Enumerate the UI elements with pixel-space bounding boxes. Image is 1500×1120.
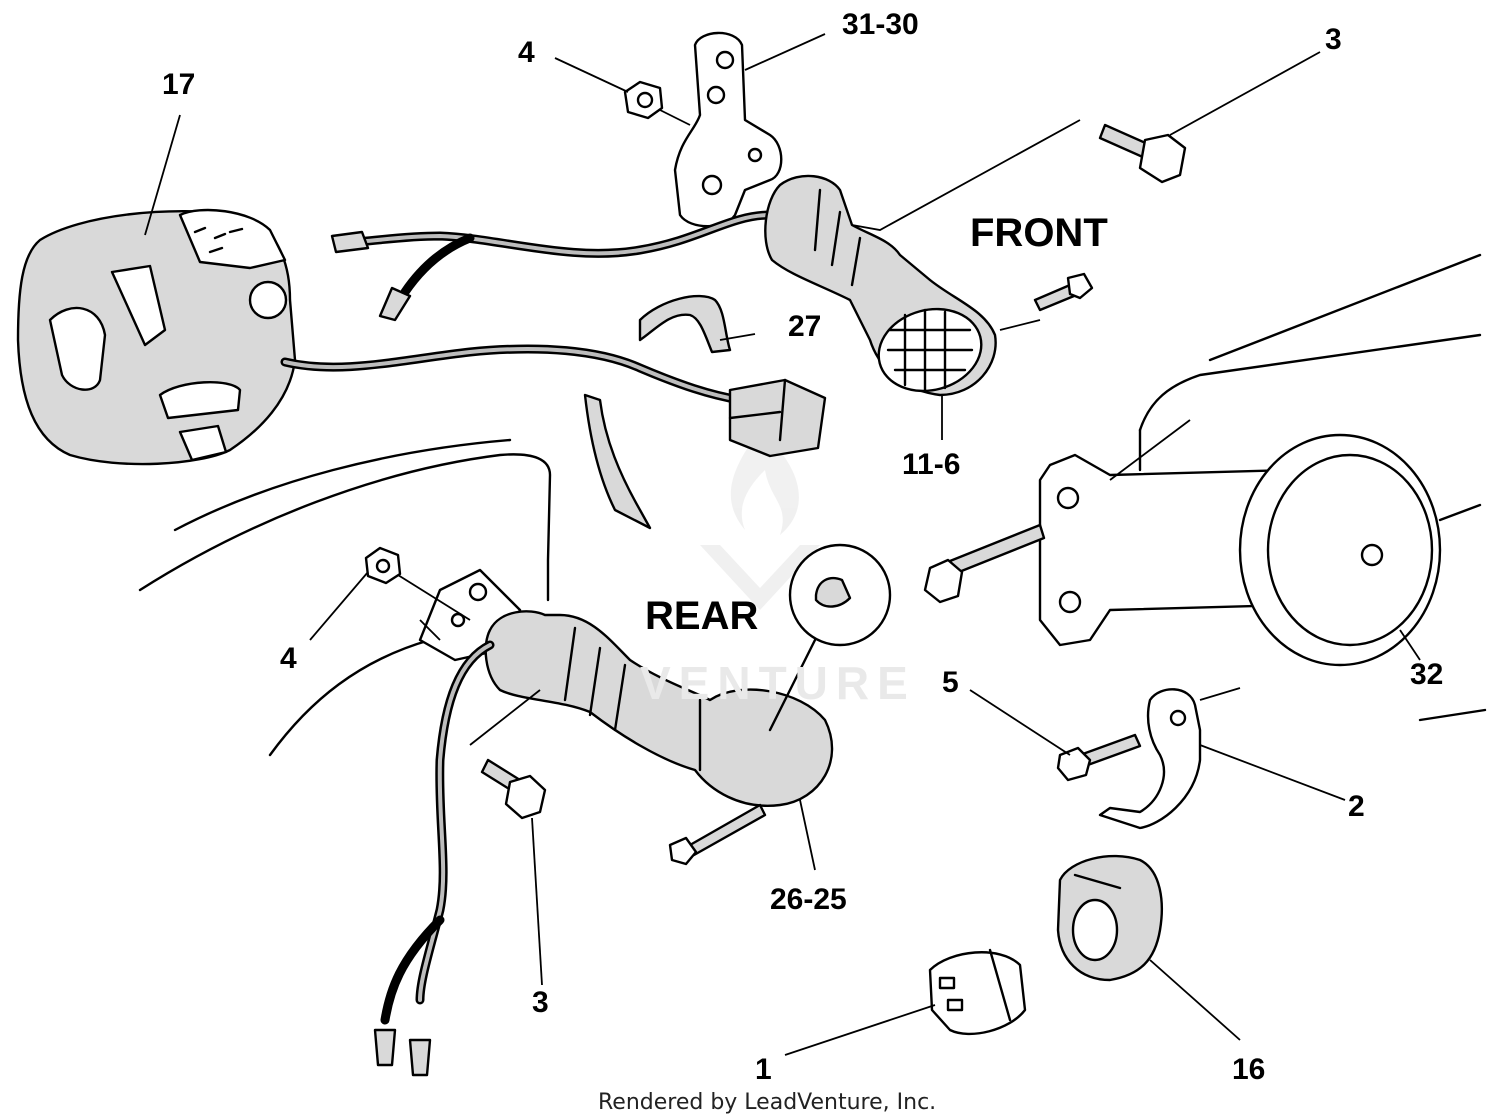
callout-26-25: 26-25 bbox=[770, 883, 847, 916]
cable-band bbox=[583, 294, 732, 530]
front-lens-screw bbox=[1033, 272, 1094, 312]
callout-4-left: 4 bbox=[280, 642, 297, 675]
rear-lens-screw bbox=[668, 803, 767, 866]
switch-knob bbox=[928, 948, 1027, 1036]
callout-17: 17 bbox=[162, 68, 196, 101]
switch-wire bbox=[280, 344, 827, 458]
callout-16: 16 bbox=[1232, 1053, 1266, 1086]
watermark-text: VENTURE bbox=[640, 657, 916, 709]
callout-32: 32 bbox=[1410, 658, 1444, 691]
section-label-front: FRONT bbox=[970, 211, 1108, 255]
callout-3-bottom: 3 bbox=[532, 986, 549, 1019]
leader-lines bbox=[144, 33, 1421, 1056]
callout-27: 27 bbox=[788, 310, 822, 343]
rear-turn-signal bbox=[373, 610, 834, 1077]
handlebar-switch-housing bbox=[16, 208, 297, 466]
rear-fender bbox=[138, 438, 552, 757]
callout-4-top: 4 bbox=[518, 36, 535, 69]
bolt-rear bbox=[480, 758, 547, 820]
bolt-5 bbox=[1056, 733, 1142, 782]
horn-assembly bbox=[923, 253, 1487, 722]
bulb-inset bbox=[768, 543, 892, 732]
section-label-rear: REAR bbox=[645, 594, 759, 638]
nut-top bbox=[623, 80, 691, 126]
callout-11-6: 11-6 bbox=[902, 448, 961, 481]
callout-3-top: 3 bbox=[1325, 23, 1342, 56]
callout-31-30: 31-30 bbox=[842, 8, 919, 41]
bolt-top bbox=[1098, 123, 1187, 184]
nut-left bbox=[364, 546, 471, 621]
clip-bracket bbox=[1098, 688, 1202, 830]
front-turn-signal bbox=[330, 174, 997, 397]
render-credit: Rendered by LeadVenture, Inc. bbox=[598, 1090, 937, 1115]
callout-1: 1 bbox=[755, 1053, 772, 1086]
watermark-logo bbox=[700, 430, 820, 610]
callout-5: 5 bbox=[942, 666, 959, 699]
callout-2: 2 bbox=[1348, 790, 1365, 823]
switch-collar bbox=[1056, 854, 1163, 982]
front-bracket bbox=[673, 31, 783, 228]
